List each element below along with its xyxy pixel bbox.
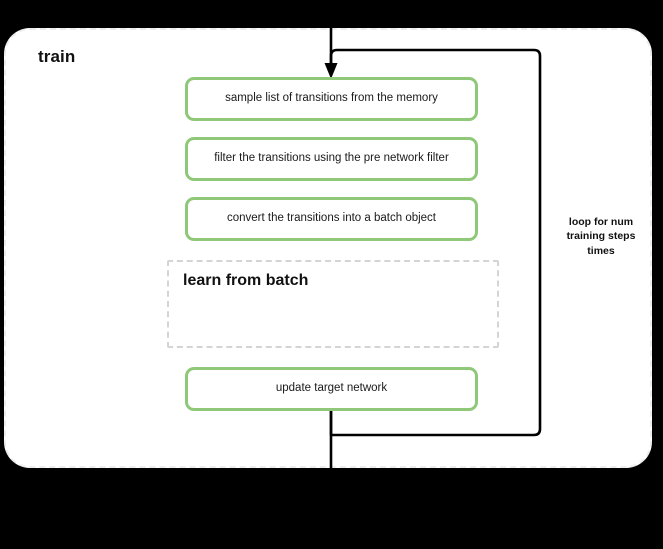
loop-edge-label-line-2: training steps	[566, 230, 636, 243]
node-filter-transitions[interactable]: filter the transitions using the pre net…	[185, 137, 478, 181]
node-sample-list-of-transitions[interactable]: sample list of transitions from the memo…	[185, 77, 478, 121]
loop-edge-label: loop for num training steps times	[545, 215, 657, 258]
subgraph-title: learn from batch	[183, 272, 309, 289]
node-label: convert the transitions into a batch obj…	[226, 212, 437, 225]
node-label: sample list of transitions from the memo…	[225, 92, 438, 105]
node-label: update target network	[275, 382, 388, 395]
node-update-target-network[interactable]: update target network	[185, 367, 478, 411]
loop-edge-label-line-3: times	[587, 244, 615, 257]
loop-edge-label-line-1: loop for num	[568, 216, 634, 228]
subgraph-learn-from-batch[interactable]: learn from batch	[167, 260, 499, 348]
page-title: train	[38, 47, 76, 66]
node-label: filter the transitions using the pre net…	[214, 152, 449, 165]
node-convert-to-batch[interactable]: convert the transitions into a batch obj…	[185, 197, 478, 241]
